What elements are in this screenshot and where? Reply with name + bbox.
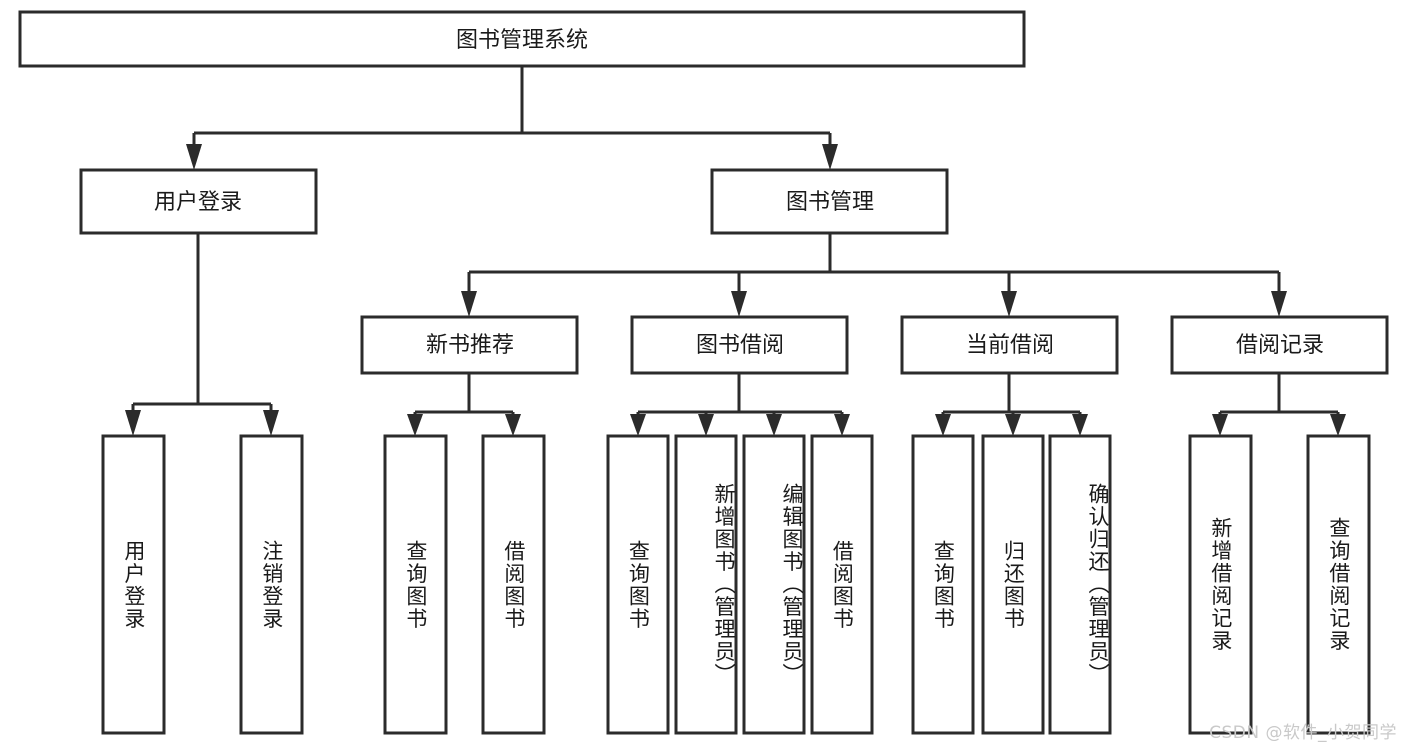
arrow-root-to-book-mgmt	[822, 144, 838, 170]
node-borrow-record[interactable]: 借阅记录	[1170, 315, 1389, 375]
leaf-box-add-borrow-record[interactable]	[1188, 434, 1253, 735]
arrow-current-to-leaf1	[935, 414, 951, 436]
leaf-box-query-borrow-record[interactable]	[1306, 434, 1371, 735]
node-book-management-system[interactable]: 图书管理系统	[18, 10, 1026, 68]
node-current-borrow[interactable]: 当前借阅	[900, 315, 1119, 375]
arrow-bookmgmt-to-newbook	[461, 291, 477, 317]
node-new-book-recommend-box[interactable]	[360, 315, 579, 375]
node-book-borrow[interactable]: 图书借阅	[630, 315, 849, 375]
leaf-box-query-book-current[interactable]	[911, 434, 975, 735]
arrow-bookmgmt-to-borrow	[731, 291, 747, 317]
leaf-box-return-book[interactable]	[981, 434, 1045, 735]
leaf-boxes	[101, 434, 1371, 735]
arrow-userlogin-to-leaf1	[125, 410, 141, 436]
arrow-borrow-to-leaf3	[766, 414, 782, 436]
node-root-box[interactable]	[18, 10, 1026, 68]
edge-group-root	[186, 66, 838, 170]
leaf-box-borrow-book[interactable]	[810, 434, 874, 735]
node-new-book-recommend[interactable]: 新书推荐	[360, 315, 579, 375]
arrow-newbook-to-leaf1	[407, 414, 423, 436]
arrow-current-to-leaf2	[1005, 414, 1021, 436]
leaf-box-borrow-book-recommend[interactable]	[481, 434, 546, 735]
edge-group-book-mgmt	[461, 233, 1287, 317]
leaf-box-query-book-borrow[interactable]	[606, 434, 670, 735]
node-borrow-record-label: 借阅记录	[1236, 333, 1324, 358]
node-user-login[interactable]: 用户登录	[79, 168, 318, 235]
node-book-management-box[interactable]	[710, 168, 949, 235]
node-book-management[interactable]: 图书管理	[710, 168, 949, 235]
node-current-borrow-label: 当前借阅	[966, 333, 1054, 358]
leaf-box-logout-login[interactable]	[239, 434, 304, 735]
arrow-record-to-leaf2	[1330, 414, 1346, 436]
node-book-management-label: 图书管理	[786, 190, 874, 215]
node-root-label: 图书管理系统	[456, 28, 588, 53]
leaf-box-confirm-return-admin[interactable]	[1048, 434, 1112, 735]
edge-group-user-login	[125, 233, 279, 436]
edge-group-borrow	[630, 373, 850, 436]
arrow-userlogin-to-leaf2	[263, 410, 279, 436]
arrow-borrow-to-leaf2	[698, 414, 714, 436]
arrow-borrow-to-leaf4	[834, 414, 850, 436]
leaf-box-query-book-recommend[interactable]	[383, 434, 448, 735]
edge-group-current	[935, 373, 1088, 436]
node-user-login-label: 用户登录	[154, 190, 242, 215]
arrow-root-to-user-login	[186, 144, 202, 170]
arrow-newbook-to-leaf2	[505, 414, 521, 436]
leaf-box-add-book-admin[interactable]	[674, 434, 738, 735]
edge-group-record	[1212, 373, 1346, 436]
arrow-current-to-leaf3	[1072, 414, 1088, 436]
watermark-credit: CSDN @软件_小贺同学	[1209, 723, 1397, 743]
arrow-borrow-to-leaf1	[630, 414, 646, 436]
node-borrow-record-box[interactable]	[1170, 315, 1389, 375]
node-current-borrow-box[interactable]	[900, 315, 1119, 375]
arrow-record-to-leaf1	[1212, 414, 1228, 436]
arrow-bookmgmt-to-record	[1271, 291, 1287, 317]
leaf-box-user-login[interactable]	[101, 434, 166, 735]
leaf-box-edit-book-admin[interactable]	[742, 434, 806, 735]
node-user-login-box[interactable]	[79, 168, 318, 235]
node-book-borrow-box[interactable]	[630, 315, 849, 375]
node-book-borrow-label: 图书借阅	[696, 333, 784, 358]
edge-group-newbook	[407, 373, 521, 436]
arrow-bookmgmt-to-current	[1001, 291, 1017, 317]
node-new-book-recommend-label: 新书推荐	[426, 333, 514, 358]
